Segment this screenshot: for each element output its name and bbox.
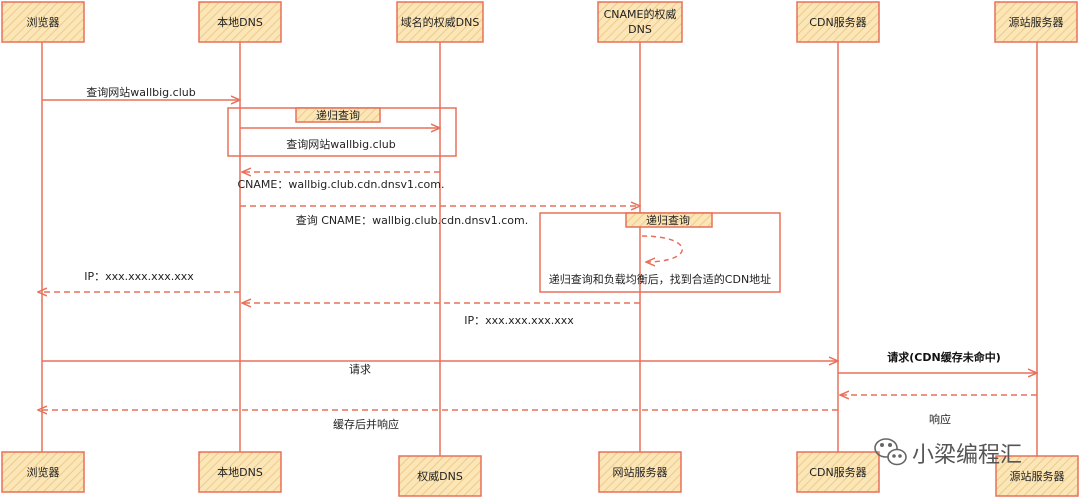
participant-label: 本地DNS bbox=[217, 465, 263, 479]
participant-box bbox=[398, 455, 482, 497]
message-labels: 查询网站wallbig.club 查询网站wallbig.club CNAME：… bbox=[84, 85, 1000, 431]
group-tag bbox=[625, 212, 713, 228]
message-label: 响应 bbox=[929, 412, 951, 426]
message-label: IP：xxx.xxx.xxx.xxx bbox=[464, 314, 574, 327]
message-label: 查询 CNAME：wallbig.club.cdn.dnsv1.com. bbox=[296, 213, 528, 227]
message-label: 查询网站wallbig.club bbox=[286, 137, 395, 151]
participant-label: 浏览器 bbox=[27, 15, 60, 29]
message-label: CNAME：wallbig.club.cdn.dnsv1.com. bbox=[238, 178, 445, 191]
participant-label: 源站服务器 bbox=[1010, 469, 1065, 483]
group-label: 递归查询 bbox=[646, 213, 690, 227]
group-label: 递归查询 bbox=[316, 108, 360, 122]
participants-bottom: 浏览器 本地DNS 权威DNS 网站服务器 CDN服务器 源站服务器 bbox=[1, 451, 1079, 497]
group-tag bbox=[295, 107, 381, 123]
participant-label: CDN服务器 bbox=[809, 466, 866, 479]
lifelines bbox=[41, 42, 1038, 456]
participant-box bbox=[796, 1, 880, 43]
participant-label: 权威DNS bbox=[417, 470, 463, 483]
participant-box bbox=[1, 451, 85, 493]
participant-label: 本地DNS bbox=[217, 15, 263, 29]
participant-box bbox=[198, 451, 282, 493]
recursive-group-2: 递归查询 递归查询和负载均衡后，找到合适的CDN地址 bbox=[539, 212, 781, 293]
wechat-icon bbox=[874, 438, 907, 466]
participant-box bbox=[796, 451, 880, 493]
participant-box bbox=[995, 455, 1079, 497]
participant-label: 域名的权威DNS bbox=[401, 15, 480, 29]
watermark-text: 小梁编程汇 bbox=[912, 443, 1022, 468]
message-label: 请求 bbox=[349, 363, 371, 376]
participants-top: 浏览器 本地DNS 域名的权威DNS CNAME的权威 DNS CDN服务器 源… bbox=[1, 1, 1078, 43]
watermark: 小梁编程汇 bbox=[874, 438, 1022, 468]
participant-label: 源站服务器 bbox=[1009, 15, 1064, 29]
self-call-arrow bbox=[641, 235, 683, 262]
participant-label: CDN服务器 bbox=[809, 16, 866, 29]
message-label: 查询网站wallbig.club bbox=[86, 85, 195, 99]
participant-box bbox=[198, 1, 282, 43]
participant-label: 浏览器 bbox=[27, 465, 60, 479]
message-label: IP：xxx.xxx.xxx.xxx bbox=[84, 270, 194, 283]
participant-label: DNS bbox=[628, 23, 652, 36]
participant-box bbox=[396, 1, 484, 43]
participant-box bbox=[597, 1, 683, 43]
participant-label: CNAME的权威 bbox=[604, 7, 677, 21]
participant-box bbox=[1, 1, 85, 43]
messages bbox=[38, 100, 1037, 410]
message-label: 请求(CDN缓存未命中) bbox=[887, 350, 1000, 364]
participant-box bbox=[598, 451, 682, 493]
recursive-group-1: 递归查询 bbox=[227, 107, 457, 157]
message-label: 缓存后并响应 bbox=[333, 417, 399, 431]
message-label: 递归查询和负载均衡后，找到合适的CDN地址 bbox=[549, 272, 771, 286]
participant-box bbox=[994, 1, 1078, 43]
participant-label: 网站服务器 bbox=[613, 465, 668, 479]
